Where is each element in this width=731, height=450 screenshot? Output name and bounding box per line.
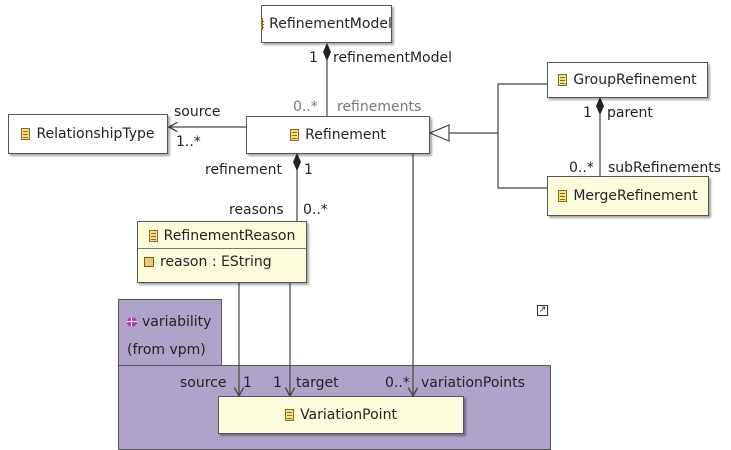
class-icon (290, 129, 300, 141)
class-icon (261, 18, 264, 30)
package-name: variability (142, 314, 212, 330)
label-model-mult: 1 (309, 50, 318, 66)
class-refinement[interactable]: Refinement (246, 116, 430, 154)
attribute-reason[interactable]: reason : EString (138, 248, 306, 275)
composition-diamond-model (323, 43, 331, 61)
label-vp-points-mult: 0..* (385, 375, 410, 391)
class-name: GroupRefinement (573, 72, 697, 88)
class-relationshiptype[interactable]: RelationshipType (8, 114, 168, 154)
label-vp-source-role: source (180, 375, 227, 391)
label-reasons-mult: 0..* (303, 202, 328, 218)
class-name: RefinementReason (163, 228, 296, 244)
composition-diamond-refinement (293, 153, 301, 171)
label-vp-source-mult: 1 (243, 375, 252, 391)
class-icon (558, 74, 568, 86)
label-vp-target-role: target (296, 375, 339, 391)
label-refinement-role: refinement (205, 162, 282, 178)
class-icon (558, 190, 568, 202)
label-model-role: refinementModel (333, 50, 453, 66)
attribute-icon (144, 257, 154, 267)
label-vp-points-role: variationPoints (421, 375, 525, 391)
class-name: Refinement (305, 127, 386, 143)
edge-grouprefinement-generalization (497, 83, 547, 133)
label-refinement-mult: 1 (304, 162, 313, 178)
class-icon (285, 409, 295, 421)
class-icon (148, 230, 158, 242)
class-variationpoint[interactable]: VariationPoint (218, 396, 464, 434)
label-refinements-mult: 0..* (293, 99, 318, 115)
label-source-role: source (174, 104, 221, 120)
class-mergerefinement[interactable]: MergeRefinement (547, 176, 709, 216)
class-icon (21, 128, 31, 140)
class-refinementreason[interactable]: RefinementReason reason : EString (137, 221, 307, 283)
package-variability-tab[interactable]: variability (from vpm) (118, 299, 222, 366)
label-sub-role: subRefinements (608, 160, 721, 176)
shortcut-arrow-icon[interactable]: ↗ (537, 305, 548, 316)
package-origin: (from vpm) (127, 342, 206, 358)
label-parent-role: parent (607, 105, 653, 121)
class-name: VariationPoint (300, 407, 397, 423)
label-reasons-role: reasons (229, 202, 284, 218)
attribute-label: reason : EString (160, 254, 272, 270)
edge-mergerefinement-generalization (497, 133, 547, 189)
composition-diamond-group (596, 97, 604, 115)
label-source-mult: 1..* (176, 134, 201, 150)
label-parent-mult: 1 (583, 105, 592, 121)
label-sub-mult: 0..* (569, 160, 594, 176)
generalization-triangle (428, 124, 450, 142)
label-vp-target-mult: 1 (273, 375, 282, 391)
class-refinementmodel[interactable]: RefinementModel (261, 5, 392, 43)
package-icon (127, 317, 137, 327)
class-name: MergeRefinement (573, 188, 698, 204)
class-name: RefinementModel (269, 16, 392, 32)
class-grouprefinement[interactable]: GroupRefinement (547, 62, 708, 98)
class-name: RelationshipType (36, 126, 155, 142)
label-refinements-role: refinements (337, 99, 422, 115)
